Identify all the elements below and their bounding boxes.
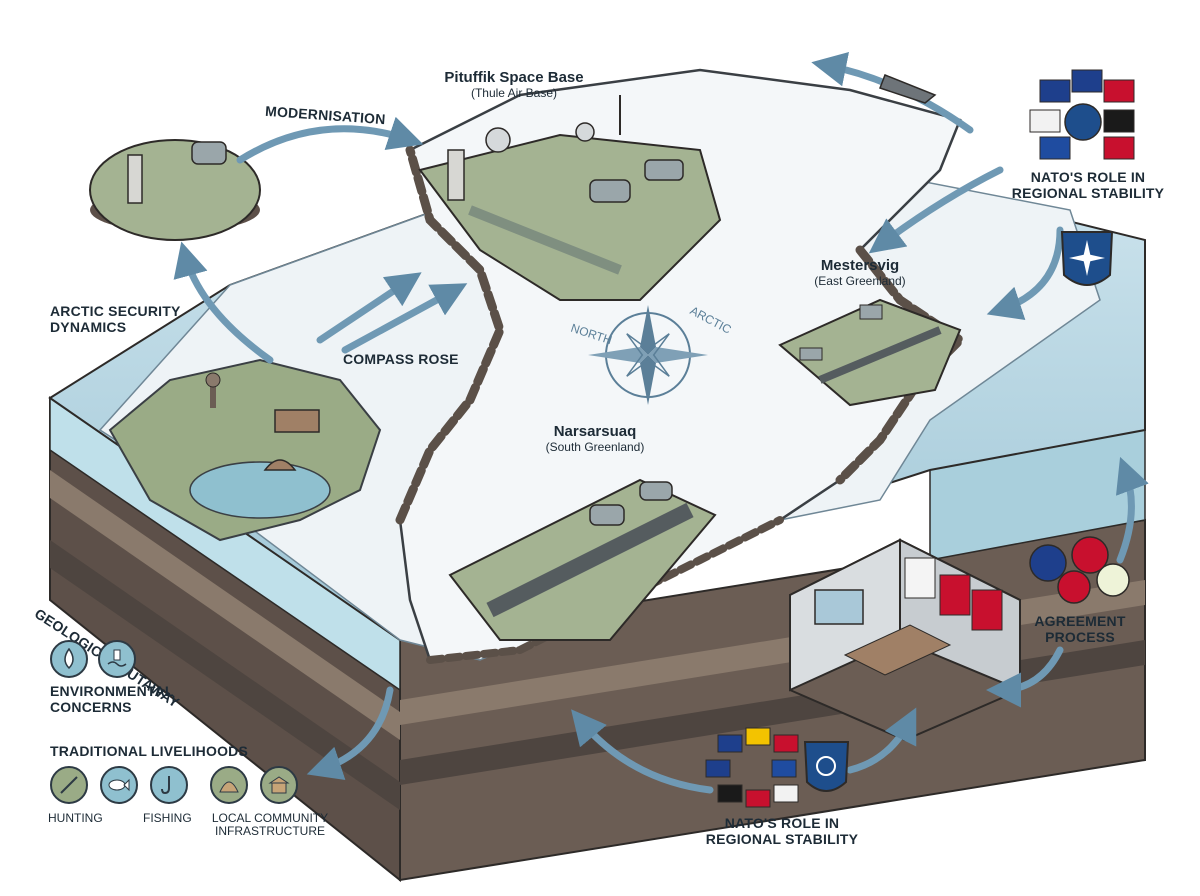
- narsarsuaq-label: Narsarsuaq (South Greenland): [525, 423, 665, 454]
- flags-agreement: [1029, 536, 1130, 604]
- fish-icon: [100, 766, 138, 804]
- mestersvig-label: Mestersvig (East Greenland): [790, 257, 930, 288]
- spear-icon: [50, 766, 88, 804]
- local-community-line1: LOCAL COMMUNITY: [211, 811, 329, 825]
- agreement-room: [789, 538, 1021, 742]
- arctic-security-label: ARCTIC SECURITY DYNAMICS: [50, 303, 181, 335]
- local-community-label: LOCAL COMMUNITY INFRASTRUCTURE: [204, 811, 336, 839]
- narsarsuaq-subtitle: (South Greenland): [545, 439, 645, 454]
- pituffik-base: [418, 95, 722, 301]
- ship-icon: [879, 74, 937, 104]
- agreement-process-label: AGREEMENT PROCESS: [1020, 613, 1140, 645]
- nato-top-line2: REGIONAL STABILITY: [1011, 184, 1165, 201]
- hunting-label: HUNTING: [48, 811, 103, 825]
- pituffik-subtitle: (Thule Air Base): [470, 85, 558, 100]
- compass-rose-icon: [588, 305, 708, 405]
- arctic-security-line2: DYNAMICS: [50, 318, 127, 335]
- nato-bottom-line1: NATO'S ROLE IN: [724, 815, 840, 831]
- nato-top-line1: NATO'S ROLE IN: [1030, 169, 1146, 185]
- agreement-line1: AGREEMENT: [1034, 613, 1126, 629]
- flags-top: [1029, 69, 1135, 160]
- narsarsuaq-title: Narsarsuaq: [553, 423, 637, 440]
- nato-role-top-label: NATO'S ROLE IN REGIONAL STABILITY: [1008, 169, 1168, 201]
- modernisation-disc: [89, 139, 261, 241]
- community-building-icon: [260, 766, 298, 804]
- pituffik-label: Pituffik Space Base (Thule Air Base): [434, 69, 594, 100]
- community-land: [108, 358, 382, 542]
- flow-arrows: [173, 51, 1149, 794]
- nato-shield-icon: [1060, 231, 1114, 286]
- fishing-hook-icon: [150, 766, 188, 804]
- fishing-label: FISHING: [143, 811, 192, 825]
- water-pollution-icon: [98, 640, 136, 678]
- nato-role-bottom-label: NATO'S ROLE IN REGIONAL STABILITY: [702, 815, 862, 847]
- water-drop-icon: [50, 640, 88, 678]
- compass-rose-label: COMPASS ROSE: [343, 351, 459, 367]
- nato-bottom-line2: REGIONAL STABILITY: [705, 830, 859, 847]
- mestersvig-title: Mestersvig: [820, 257, 900, 274]
- mestersvig-base: [778, 298, 962, 407]
- agreement-line2: PROCESS: [1045, 628, 1115, 645]
- livelihood-icons: [50, 766, 298, 804]
- environmental-line1: ENVIRONMENTAL: [50, 683, 174, 699]
- local-community-line2: INFRASTRUCTURE: [215, 824, 325, 839]
- environmental-icons: [50, 640, 136, 678]
- environmental-label: ENVIRONMENTAL CONCERNS: [50, 683, 174, 715]
- pituffik-title: Pituffik Space Base: [444, 69, 584, 86]
- environmental-line2: CONCERNS: [50, 698, 132, 715]
- narsarsuaq-base: [448, 478, 717, 641]
- mestersvig-subtitle: (East Greenland): [814, 273, 906, 288]
- hut-icon: [210, 766, 248, 804]
- flags-bottom: [705, 727, 850, 808]
- traditional-livelihoods-label: TRADITIONAL LIVELIHOODS: [50, 743, 249, 759]
- arctic-security-line1: ARCTIC SECURITY: [50, 303, 181, 319]
